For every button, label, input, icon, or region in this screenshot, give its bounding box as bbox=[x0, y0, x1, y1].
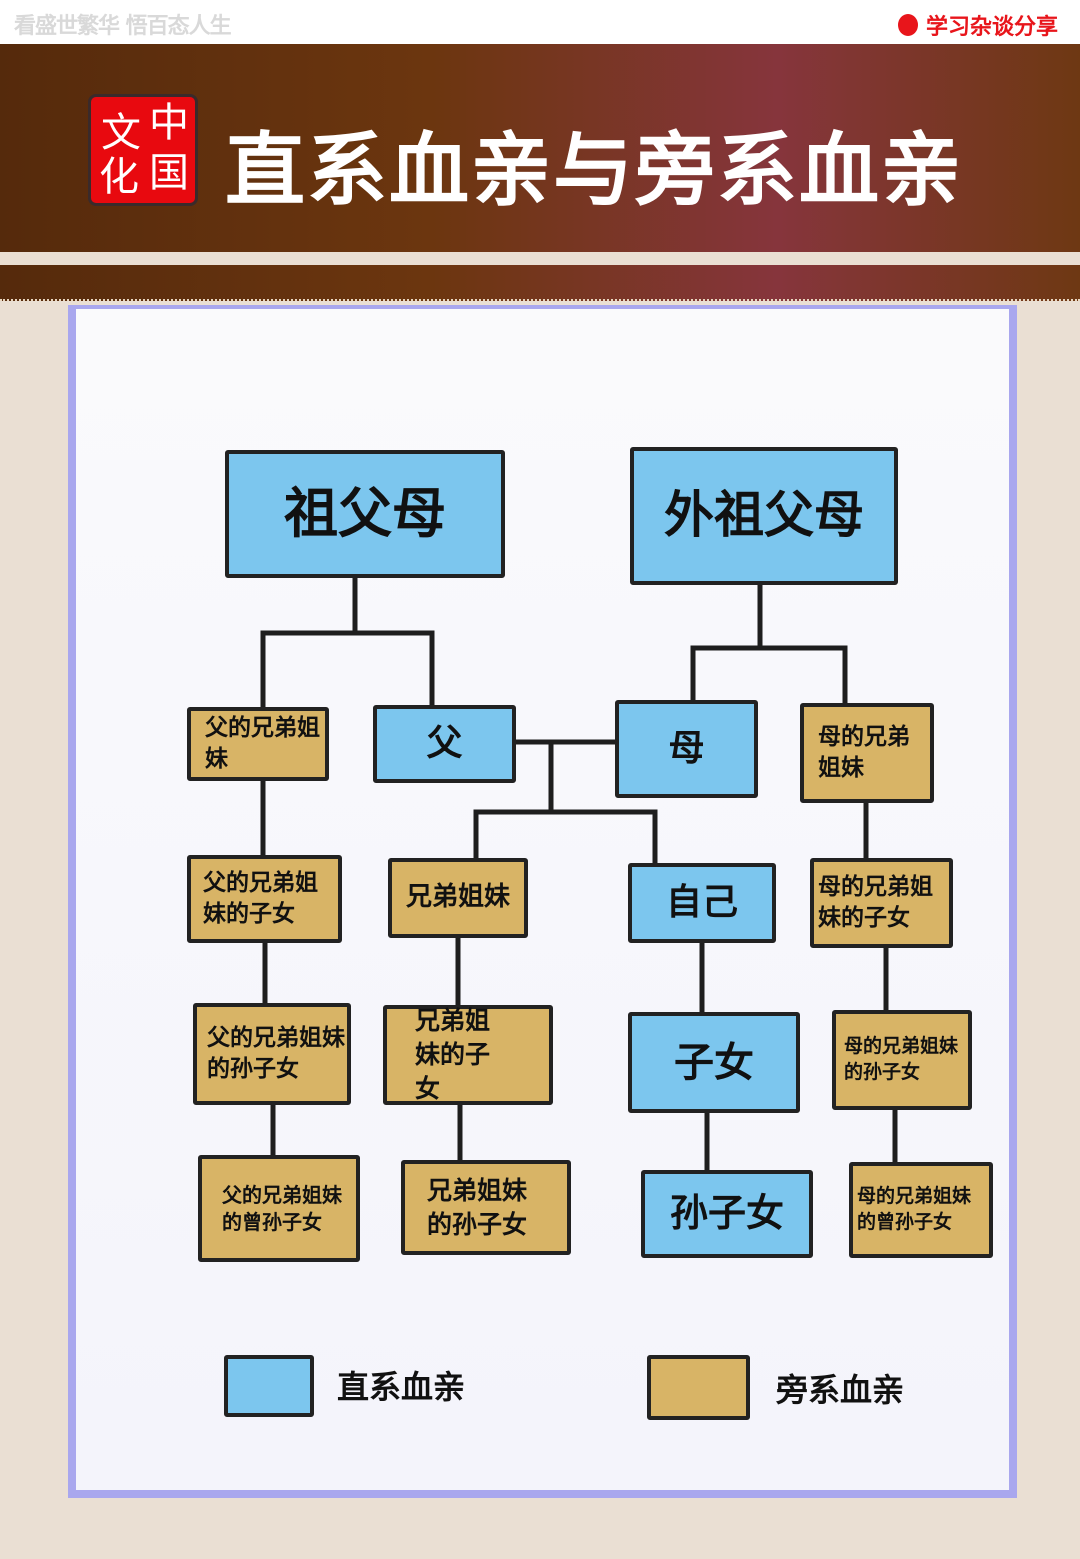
node-mother-siblings-great-grandchildren: 母的兄弟姐妹的曾孙子女 bbox=[849, 1162, 993, 1258]
seal-char: 国 bbox=[149, 150, 189, 196]
node-siblings-grandchildren: 兄弟姐妹的孙子女 bbox=[401, 1160, 571, 1255]
top-bar: 看盛世繁华 悟百态人生 学习杂谈分享 bbox=[0, 0, 1080, 44]
legend-collateral-label: 旁系血亲 bbox=[776, 1371, 905, 1409]
brand-label: 学习杂谈分享 bbox=[925, 15, 1058, 40]
node-mother: 母 bbox=[615, 700, 758, 798]
node-grandparents: 祖父母 bbox=[225, 450, 505, 578]
seal-logo: 中 国 文 化 bbox=[88, 94, 198, 206]
brand: 学习杂谈分享 bbox=[897, 9, 1058, 41]
node-mother-siblings-children: 母的兄弟姐妹的子女 bbox=[810, 858, 953, 948]
node-mother-siblings: 母的兄弟姐妹 bbox=[800, 703, 934, 803]
node-maternal-grandparents: 外祖父母 bbox=[630, 447, 898, 585]
node-father-siblings: 父的兄弟姐妹 bbox=[187, 707, 329, 781]
node-siblings: 兄弟姐妹 bbox=[388, 858, 528, 938]
connector bbox=[473, 809, 658, 863]
node-siblings-children: 兄弟姐妹的子女 bbox=[383, 1005, 553, 1105]
node-father-siblings-great-grandchildren: 父的兄弟姐妹的曾孙子女 bbox=[198, 1155, 360, 1262]
node-children: 子女 bbox=[628, 1012, 800, 1113]
slogan: 看盛世繁华 悟百态人生 bbox=[14, 14, 232, 39]
title-banner: 中 国 文 化 直系血亲与旁系血亲 bbox=[0, 44, 1080, 252]
node-father-siblings-grandchildren: 父的兄弟姐妹的孙子女 bbox=[193, 1003, 351, 1105]
red-dot-icon bbox=[897, 14, 918, 36]
connector bbox=[690, 645, 848, 703]
node-mother-siblings-grandchildren: 母的兄弟姐妹的孙子女 bbox=[832, 1010, 972, 1110]
node-father-siblings-children: 父的兄弟姐妹的子女 bbox=[187, 855, 342, 943]
seal-char: 中 bbox=[149, 100, 189, 146]
node-self: 自己 bbox=[628, 863, 776, 943]
connector bbox=[260, 630, 435, 707]
node-father: 父 bbox=[373, 705, 516, 783]
node-grandchildren: 孙子女 bbox=[641, 1170, 813, 1258]
seal-char: 文 bbox=[101, 110, 141, 156]
seal-char: 化 bbox=[99, 154, 139, 200]
legend-lineal-swatch bbox=[224, 1355, 314, 1417]
page-title: 直系血亲与旁系血亲 bbox=[225, 124, 963, 217]
divider-band bbox=[0, 265, 1080, 301]
legend-lineal-label: 直系血亲 bbox=[337, 1368, 466, 1406]
legend-collateral-swatch bbox=[647, 1355, 750, 1420]
